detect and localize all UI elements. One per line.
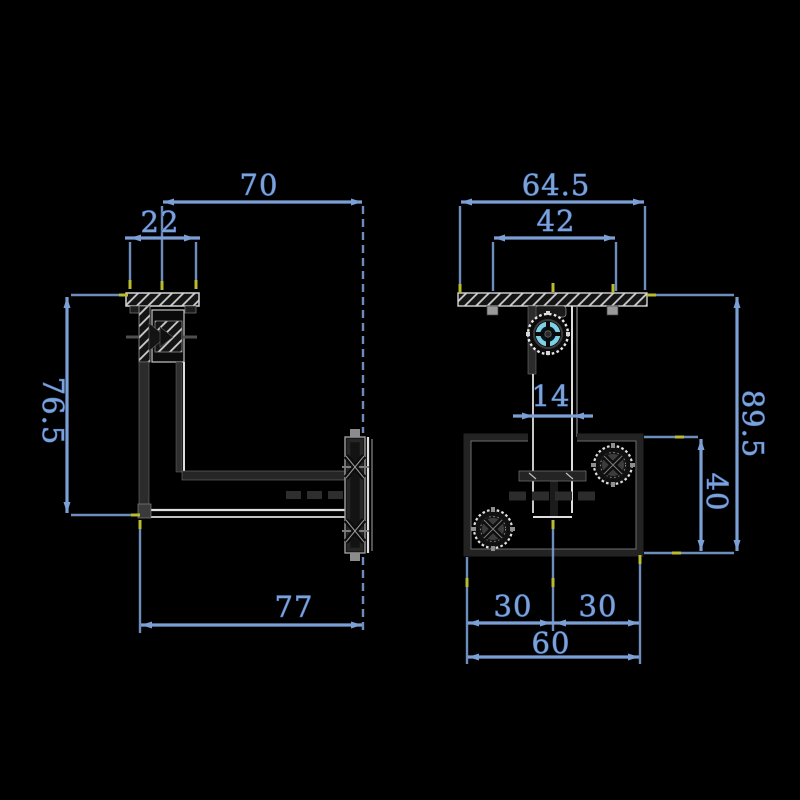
knurled-bolt-icon bbox=[526, 311, 570, 356]
bottom-arm bbox=[137, 470, 347, 519]
dimension-stem-width: 14 bbox=[513, 379, 593, 420]
dim-label-flange-width: 64.5 bbox=[522, 168, 591, 202]
nut-section bbox=[509, 470, 596, 501]
clamp-assembly bbox=[126, 305, 197, 363]
flange-section bbox=[125, 292, 200, 307]
flange-tab-left bbox=[486, 305, 499, 316]
dim-label-side-height: 76.5 bbox=[36, 377, 70, 446]
knurled-bolt-icon bbox=[471, 507, 515, 551]
dim-label-overall-height: 89.5 bbox=[736, 390, 770, 459]
dim-label-bolt-offset-right: 30 bbox=[579, 589, 618, 623]
dim-label-clamp-width: 22 bbox=[141, 205, 180, 239]
bolt-icon bbox=[342, 518, 369, 544]
dimension-bolt-offsets: 30 30 bbox=[465, 521, 642, 664]
dimension-flange-width: 64.5 bbox=[458, 168, 647, 290]
side-view-part bbox=[125, 292, 373, 561]
dimension-plate-width: 60 bbox=[468, 626, 639, 661]
dim-label-bottom-width: 77 bbox=[275, 590, 314, 624]
flange-tab-right bbox=[606, 305, 619, 316]
dim-label-stem-width: 14 bbox=[532, 379, 571, 413]
dimension-bottom-width: 77 bbox=[138, 521, 365, 633]
dim-label-bolt-offset-left: 30 bbox=[494, 589, 533, 623]
reference-ticks bbox=[119, 280, 684, 587]
dimension-top-width: 70 bbox=[160, 168, 365, 433]
dimension-overall-height: 89.5 bbox=[644, 293, 770, 555]
dim-label-plate-width: 60 bbox=[532, 626, 571, 660]
front-view-part bbox=[457, 292, 648, 557]
flange-section bbox=[457, 292, 648, 307]
flange-foot-right bbox=[184, 305, 197, 314]
dimension-side-height: 76.5 bbox=[36, 293, 137, 517]
bolt-tip-icon bbox=[148, 322, 167, 352]
dimension-plate-height: 40 bbox=[644, 435, 734, 551]
vertical-arm bbox=[138, 361, 185, 512]
dim-label-top-width: 70 bbox=[240, 168, 279, 202]
bolt-icon bbox=[342, 454, 369, 480]
knurled-bolt-icon bbox=[591, 443, 635, 487]
dim-label-bolt-spacing: 42 bbox=[537, 204, 576, 238]
dim-label-plate-height: 40 bbox=[700, 473, 734, 512]
dimension-bolt-spacing: 42 bbox=[491, 204, 618, 291]
end-plate-edge bbox=[342, 429, 373, 561]
